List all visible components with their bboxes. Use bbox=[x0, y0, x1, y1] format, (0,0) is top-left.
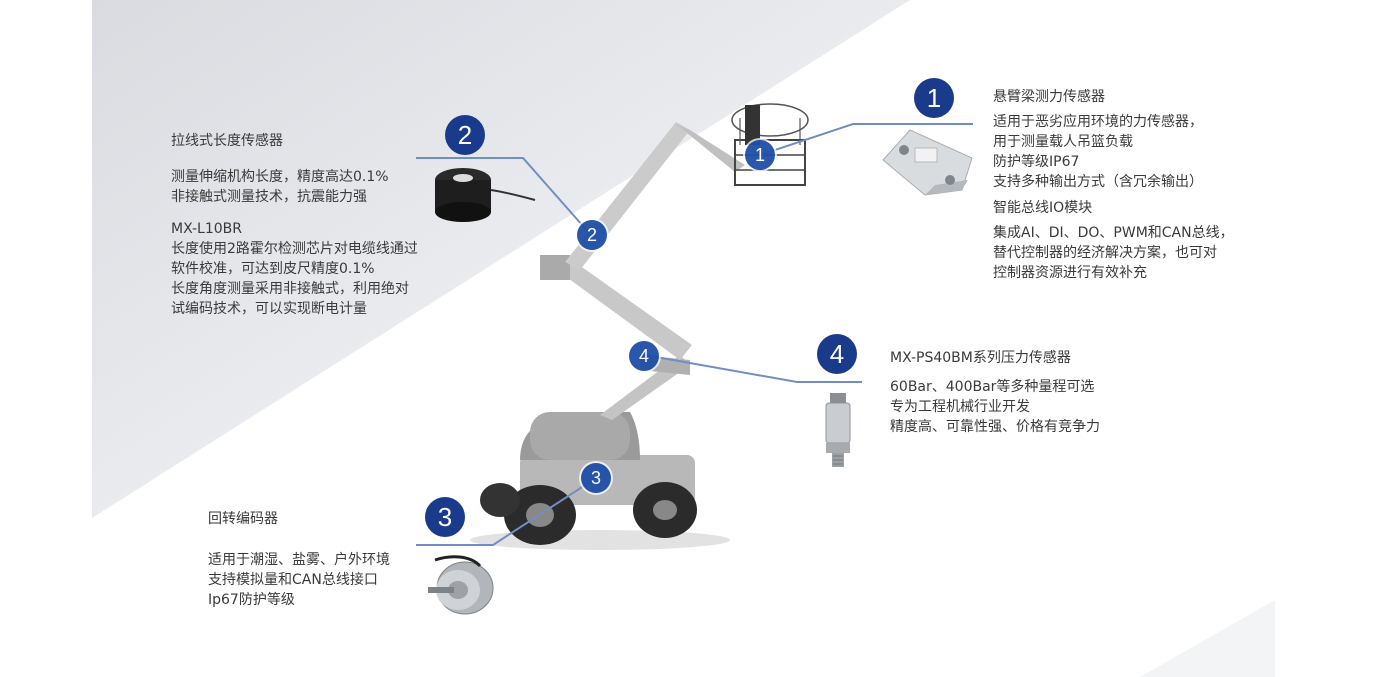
badge-1: 1 bbox=[914, 78, 954, 118]
sensor-3-line: 支持模拟量和CAN总线接口 bbox=[208, 572, 378, 588]
marker-4: 4 bbox=[629, 341, 659, 371]
sensor-1-subtitle: 智能总线IO模块 bbox=[993, 200, 1093, 216]
sensor-2-subline: 长度使用2路霍尔检测芯片对电缆线通过 bbox=[171, 241, 418, 257]
sensor-3-title: 回转编码器 bbox=[208, 511, 278, 527]
sensor-2-subline: 试编码技术，可以实现断电计量 bbox=[171, 301, 367, 317]
sensor-1-line: 适用于恶劣应用环境的力传感器， bbox=[993, 114, 1203, 130]
sensor-2-line: 测量伸缩机构长度，精度高达0.1% bbox=[171, 169, 389, 185]
sensor-2-subline: 软件校准，可达到皮尺精度0.1% bbox=[171, 261, 375, 277]
sensor-2-line: 非接触式测量技术，抗震能力强 bbox=[171, 189, 367, 205]
sensor-1-subline: 控制器资源进行有效补充 bbox=[993, 265, 1147, 281]
sensor-1-subline: 集成AI、DI、DO、PWM和CAN总线， bbox=[993, 225, 1234, 241]
sensor-3-line: Ip67防护等级 bbox=[208, 592, 295, 608]
marker-3: 3 bbox=[581, 463, 611, 493]
sensor-2-subtitle: MX-L10BR bbox=[171, 221, 242, 237]
sensor-2-title: 拉线式长度传感器 bbox=[171, 133, 283, 149]
sensor-1-title: 悬臂梁测力传感器 bbox=[993, 89, 1105, 105]
marker-2: 2 bbox=[577, 220, 607, 250]
sensor-2-subline: 长度角度测量采用非接触式，利用绝对 bbox=[171, 281, 409, 297]
sensor-3-line: 适用于潮湿、盐雾、户外环境 bbox=[208, 552, 390, 568]
sensor-4-line: 60Bar、400Bar等多种量程可选 bbox=[890, 379, 1095, 395]
badge-2: 2 bbox=[445, 115, 485, 155]
badge-3: 3 bbox=[425, 497, 465, 537]
sensor-1-line: 防护等级IP67 bbox=[993, 154, 1080, 170]
sensor-1-line: 用于测量载人吊篮负载 bbox=[993, 134, 1133, 150]
sensor-4-title: MX-PS40BM系列压力传感器 bbox=[890, 350, 1071, 366]
sensor-4-line: 专为工程机械行业开发 bbox=[890, 399, 1030, 415]
badge-4: 4 bbox=[817, 334, 857, 374]
marker-1: 1 bbox=[745, 140, 775, 170]
sensor-1-line: 支持多种输出方式（含冗余输出） bbox=[993, 174, 1203, 190]
sensor-4-line: 精度高、可靠性强、价格有竞争力 bbox=[890, 419, 1100, 435]
sensor-1-subline: 替代控制器的经济解决方案，也可对 bbox=[993, 245, 1217, 261]
